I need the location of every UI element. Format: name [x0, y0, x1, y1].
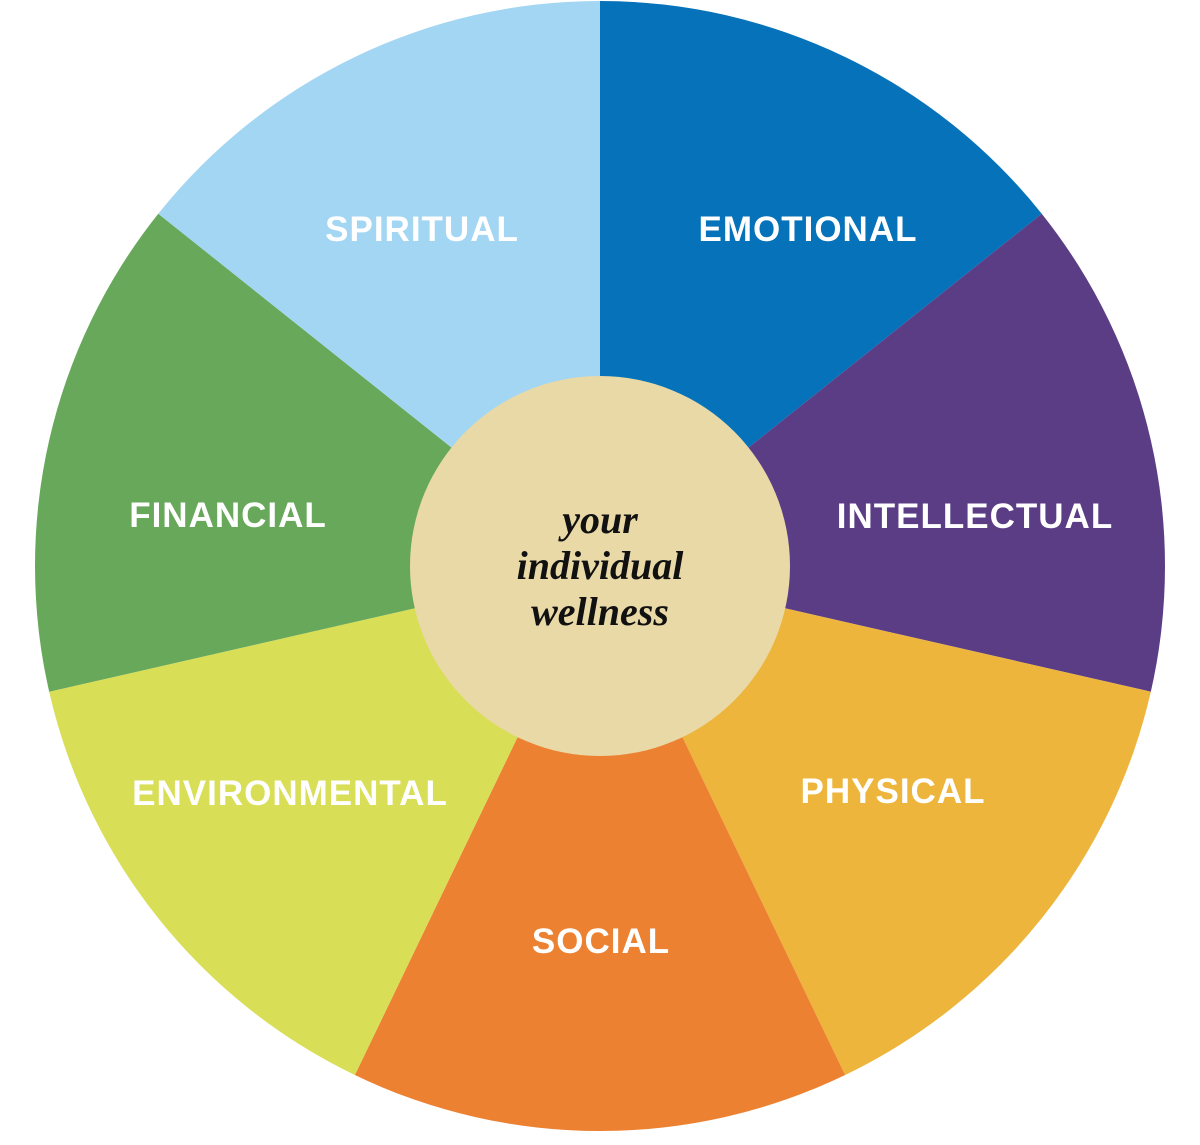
label-physical: PHYSICAL [801, 772, 986, 811]
center-text-line-1: your [558, 497, 638, 542]
label-emotional: EMOTIONAL [699, 210, 918, 249]
center-text-line-2: individual [517, 543, 685, 588]
label-intellectual: INTELLECTUAL [837, 497, 1113, 536]
label-financial: FINANCIAL [129, 496, 327, 535]
label-spiritual: SPIRITUAL [325, 210, 519, 249]
center-circle [410, 376, 790, 756]
label-social: SOCIAL [532, 922, 670, 961]
center-text-line-3: wellness [531, 589, 669, 634]
segment-social [354, 566, 846, 1132]
label-environmental: ENVIRONMENTAL [132, 774, 448, 813]
